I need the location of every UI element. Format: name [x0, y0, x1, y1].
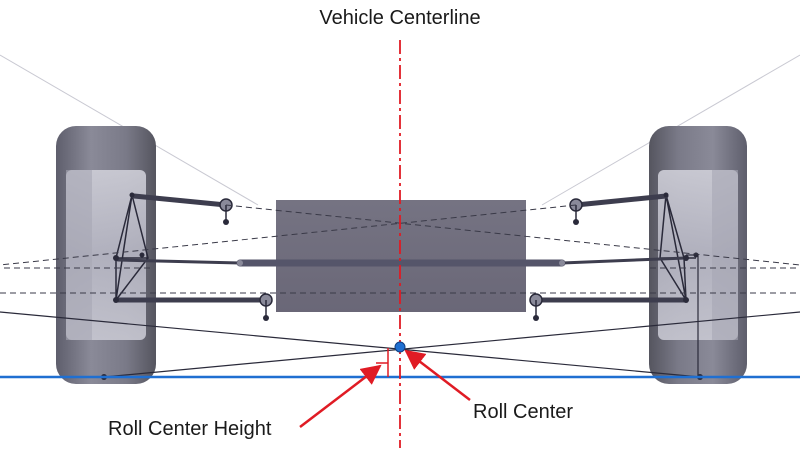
roll-center-arrow: [404, 349, 471, 401]
roll-center-construction-lines: [0, 254, 800, 378]
roll-center-height-arrow: [299, 364, 382, 428]
roll-center-label: Roll Center: [473, 401, 573, 423]
chassis-body: [276, 200, 526, 312]
roll-center-height-label: Roll Center Height: [108, 418, 272, 440]
roll-center-point: [394, 341, 406, 353]
roll-center-height-bracket: [376, 348, 389, 377]
centerline-label: Vehicle Centerline: [319, 7, 480, 29]
control-arms: [115, 193, 689, 303]
